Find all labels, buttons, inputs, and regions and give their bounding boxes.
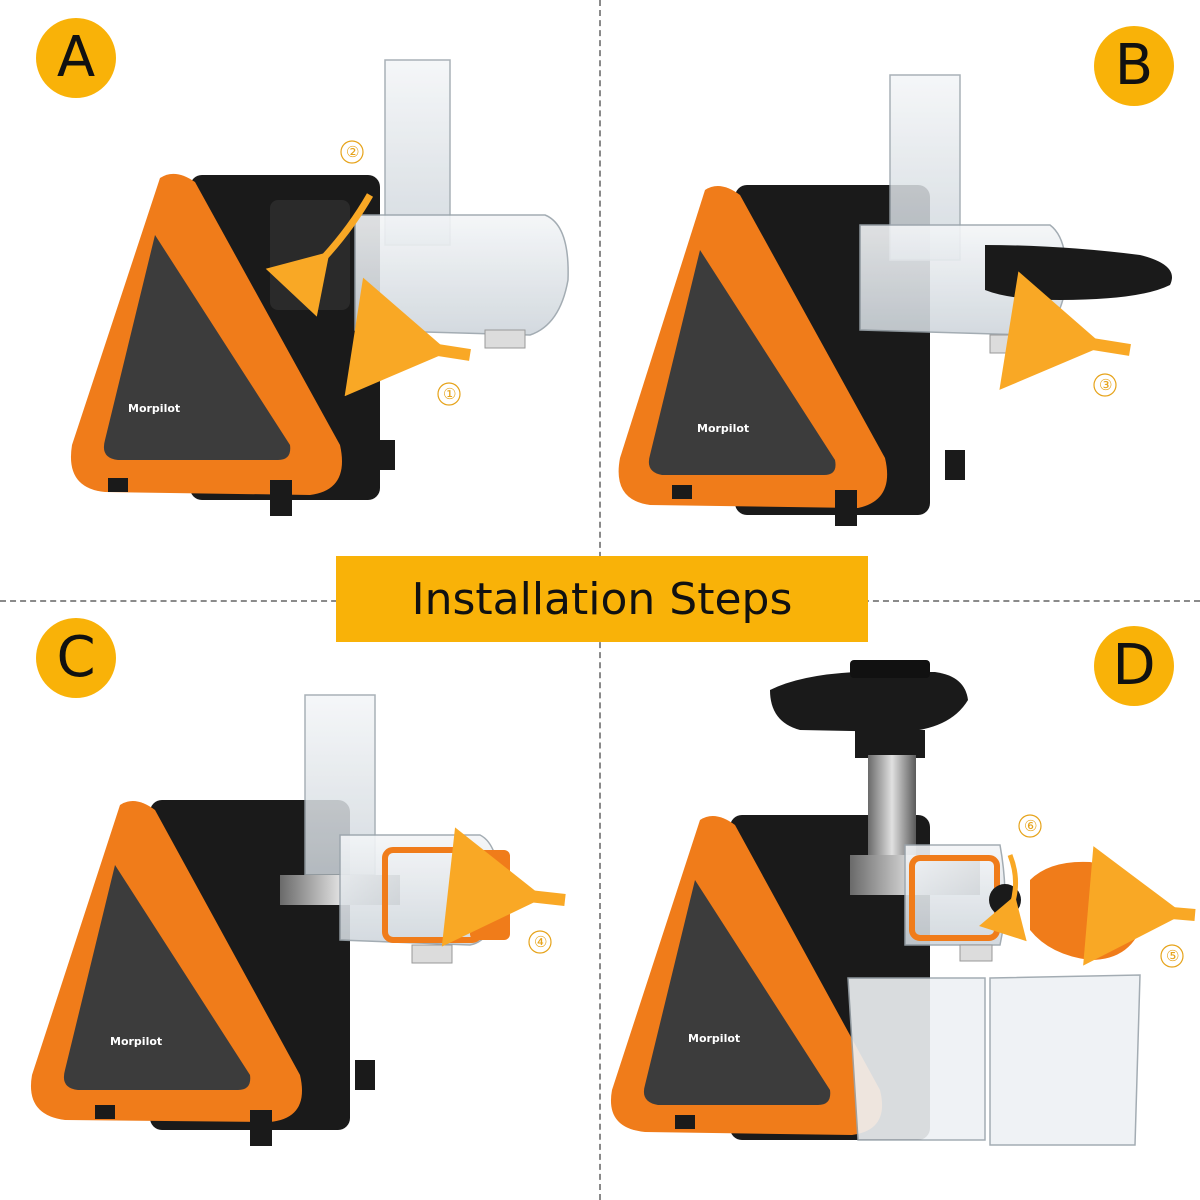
callout-6: ⑥ [1024, 817, 1037, 835]
step-d-badge: D [1094, 626, 1174, 706]
panel-c-juicer: Morpilot ④ [30, 694, 566, 1146]
brand-label-d: Morpilot [688, 1032, 740, 1045]
panel-a-juicer: Morpilot ② ① [70, 59, 569, 516]
page-title: Installation Steps [336, 556, 868, 642]
step-c-badge: C [36, 618, 116, 698]
callout-3: ③ [1099, 376, 1112, 394]
brand-label-a: Morpilot [128, 402, 180, 415]
step-b-badge: B [1094, 26, 1174, 106]
brand-label-c: Morpilot [110, 1035, 162, 1048]
callout-5: ⑤ [1166, 947, 1179, 965]
step-a-badge: A [36, 18, 116, 98]
callout-1: ① [443, 385, 456, 403]
callout-4: ④ [534, 933, 547, 951]
brand-label-b: Morpilot [697, 422, 749, 435]
panel-b-juicer: Morpilot ③ [618, 74, 1172, 526]
panel-d-juicer: Morpilot ⑥ ⑤ [610, 660, 1196, 1146]
callout-2: ② [346, 143, 359, 161]
